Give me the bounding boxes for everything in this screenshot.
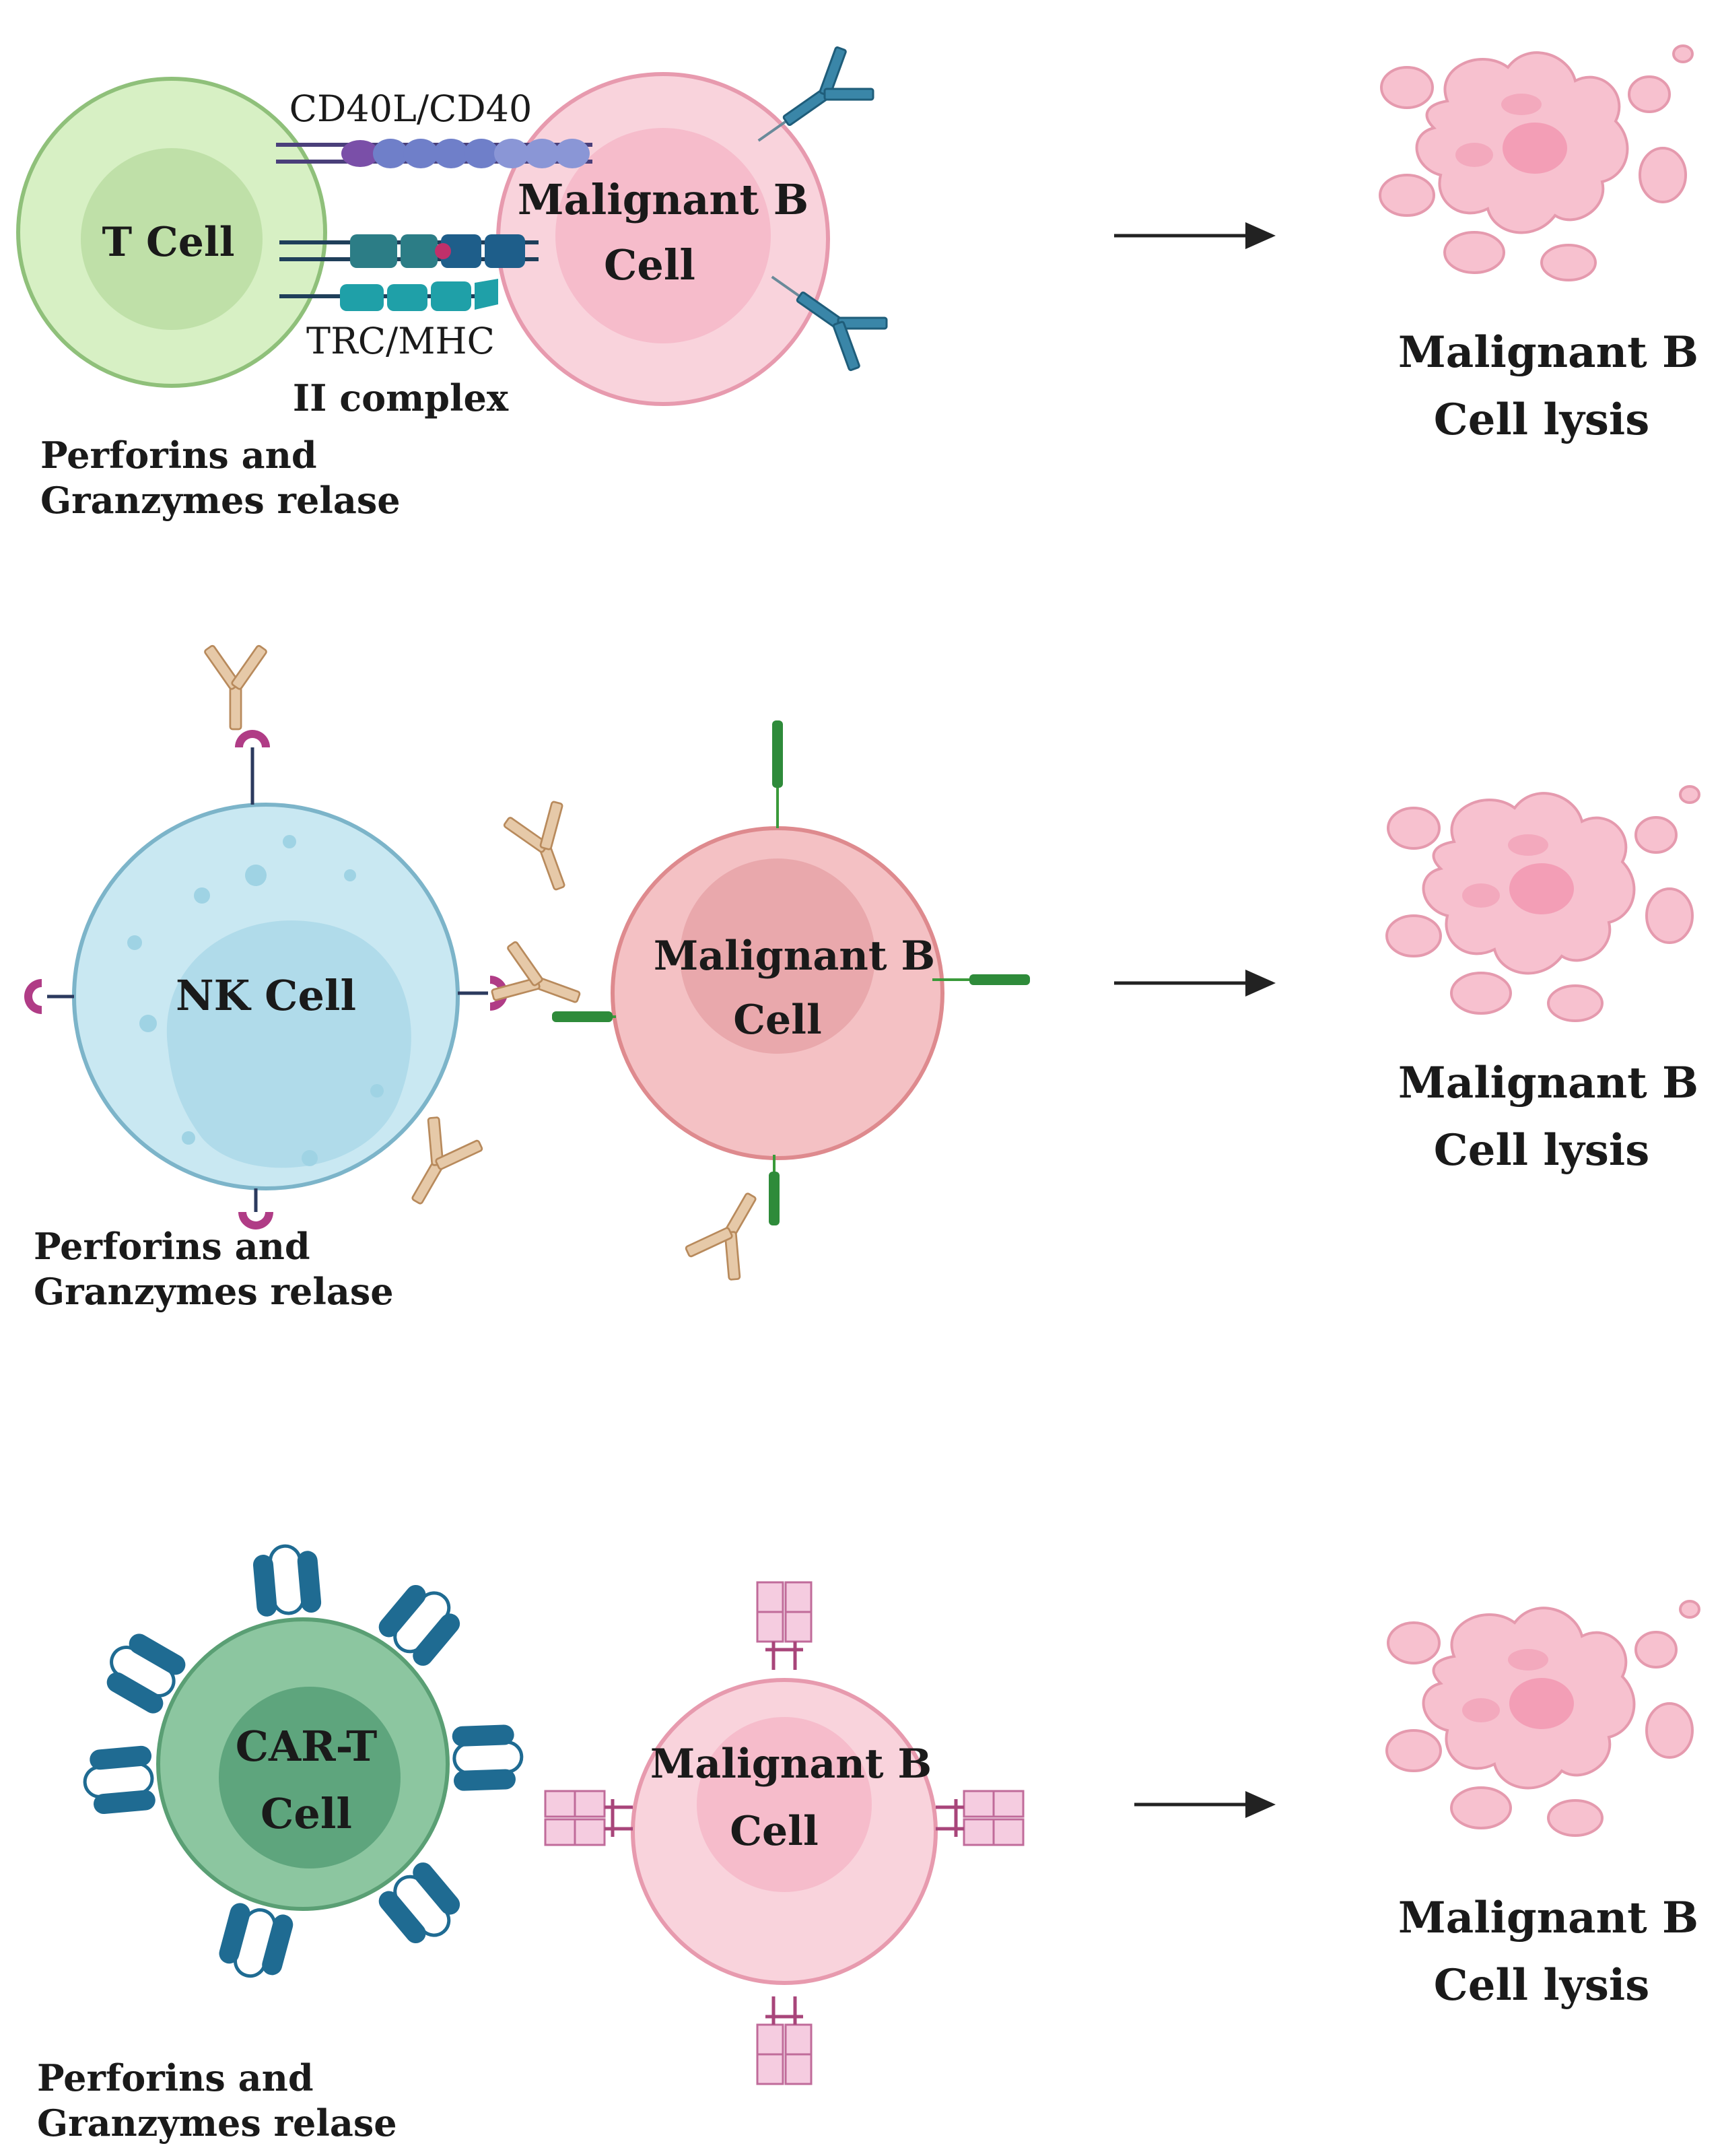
panel-t-cell: T Cell Malignant B Cell CD40L/CD40 TRC/M… — [16, 42, 1698, 522]
nk-cell — [72, 803, 460, 1190]
malignant-b-middle-label-line1: Malignant B — [654, 933, 935, 980]
nk-cell-label: NK Cell — [176, 971, 356, 1020]
car-receptor-6 — [215, 1901, 296, 1984]
antigen-nk-bottom — [769, 1155, 780, 1225]
release-middle-line2: Granzymes relase — [34, 1270, 394, 1313]
malignant-b-cell-top — [496, 72, 830, 406]
release-top-line2: Granzymes relase — [40, 479, 401, 522]
result-bottom-line2: Cell lysis — [1434, 1960, 1649, 2011]
car-t-label-line1: CAR-T — [236, 1722, 378, 1771]
panel-nk-cell: NK Cell Malignant B Cell Perforins and G… — [24, 644, 1700, 1313]
antigen-nk-top — [772, 720, 783, 828]
malignant-b-top-label-line1: Malignant B — [518, 175, 808, 224]
antigen-nk-right — [932, 974, 1030, 985]
lysed-cell-top — [1379, 44, 1694, 281]
panel-car-t-cell: CAR-T Cell Malignant B Cell Perforins an… — [37, 1543, 1700, 2145]
tcr-label-line2: II complex — [293, 376, 509, 419]
t-cell — [16, 77, 327, 388]
cd40-receptor — [276, 139, 592, 168]
antibody-top-2 — [771, 269, 893, 376]
malignant-b-cell-bottom — [631, 1678, 938, 1985]
result-middle-line2: Cell lysis — [1434, 1125, 1649, 1176]
release-top-line1: Perforins and — [40, 434, 317, 477]
malignant-b-middle-label-line2: Cell — [733, 997, 822, 1044]
lysed-cell-middle — [1385, 785, 1700, 1022]
fc-receptor-right — [458, 976, 508, 1011]
result-middle-line1: Malignant B — [1398, 1058, 1698, 1108]
antibody-top-1 — [757, 42, 880, 149]
antigen-nk-left — [552, 1011, 616, 1022]
fc-receptor-bottom — [238, 1188, 273, 1229]
antibody-nk-5 — [681, 1178, 780, 1285]
antibody-nk-2 — [500, 797, 590, 900]
antigen-car-right — [936, 1791, 1023, 1845]
result-top-line2: Cell lysis — [1434, 395, 1649, 445]
fc-receptor-top — [235, 730, 270, 805]
t-cell-label: T Cell — [102, 219, 234, 266]
release-bottom-line1: Perforins and — [37, 2056, 314, 2099]
antigen-car-left — [545, 1791, 633, 1845]
malignant-b-cell-middle — [611, 826, 944, 1160]
car-receptor-2 — [252, 1543, 322, 1617]
car-receptor-4 — [452, 1724, 522, 1792]
result-bottom-line1: Malignant B — [1398, 1893, 1698, 1943]
cd40-label: CD40L/CD40 — [289, 88, 532, 130]
lysed-cell-bottom — [1385, 1600, 1700, 1837]
tcr-mhc-complex — [279, 234, 539, 311]
car-t-cell — [156, 1617, 450, 1911]
fc-receptor-left — [24, 979, 74, 1014]
antigen-car-bottom — [757, 1996, 811, 2084]
car-t-label-line2: Cell — [261, 1789, 352, 1838]
tcr-label-line1: TRC/MHC — [306, 320, 495, 362]
result-top-line1: Malignant B — [1398, 327, 1698, 378]
malignant-b-bottom-label-line1: Malignant B — [650, 1741, 932, 1788]
malignant-b-bottom-label-line2: Cell — [730, 1808, 819, 1855]
car-receptor-7 — [82, 1745, 156, 1816]
antigen-car-top — [757, 1582, 811, 1670]
release-middle-line1: Perforins and — [34, 1225, 310, 1268]
release-bottom-line2: Granzymes relase — [37, 2101, 397, 2145]
malignant-b-top-label-line2: Cell — [604, 240, 695, 290]
antibody-nk-1 — [203, 644, 269, 731]
